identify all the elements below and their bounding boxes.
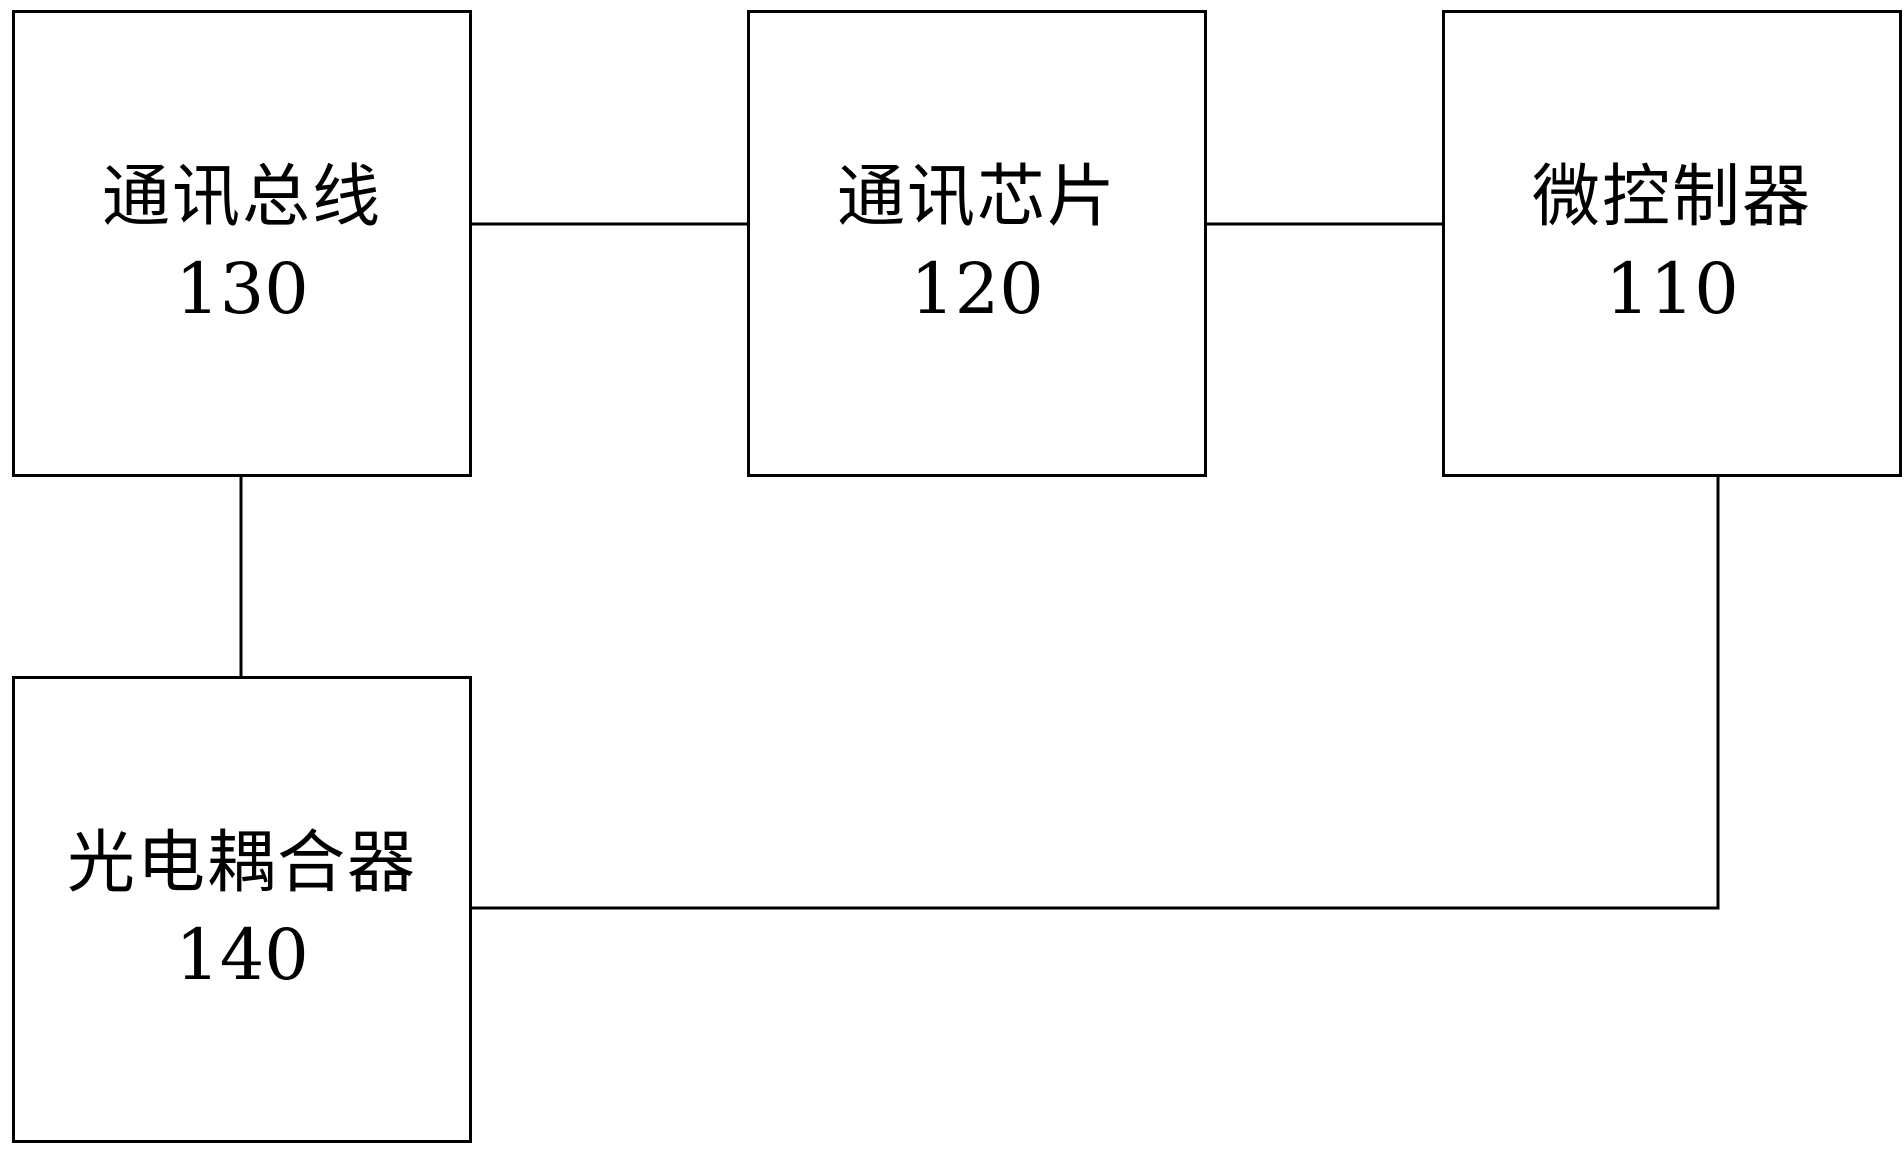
optocoupler-block: 光电耦合器 140: [12, 676, 472, 1143]
optocoupler-label: 光电耦合器: [67, 819, 417, 909]
comm-chip-block: 通讯芯片 120: [747, 10, 1207, 477]
comm-bus-number: 130: [175, 243, 309, 335]
microcontroller-block: 微控制器 110: [1442, 10, 1902, 477]
microcontroller-number: 110: [1605, 243, 1739, 335]
comm-chip-label: 通讯芯片: [837, 153, 1117, 243]
comm-bus-block: 通讯总线 130: [12, 10, 472, 477]
microcontroller-label: 微控制器: [1532, 153, 1812, 243]
optocoupler-number: 140: [175, 909, 309, 1001]
comm-chip-number: 120: [910, 243, 1044, 335]
comm-bus-label: 通讯总线: [102, 153, 382, 243]
